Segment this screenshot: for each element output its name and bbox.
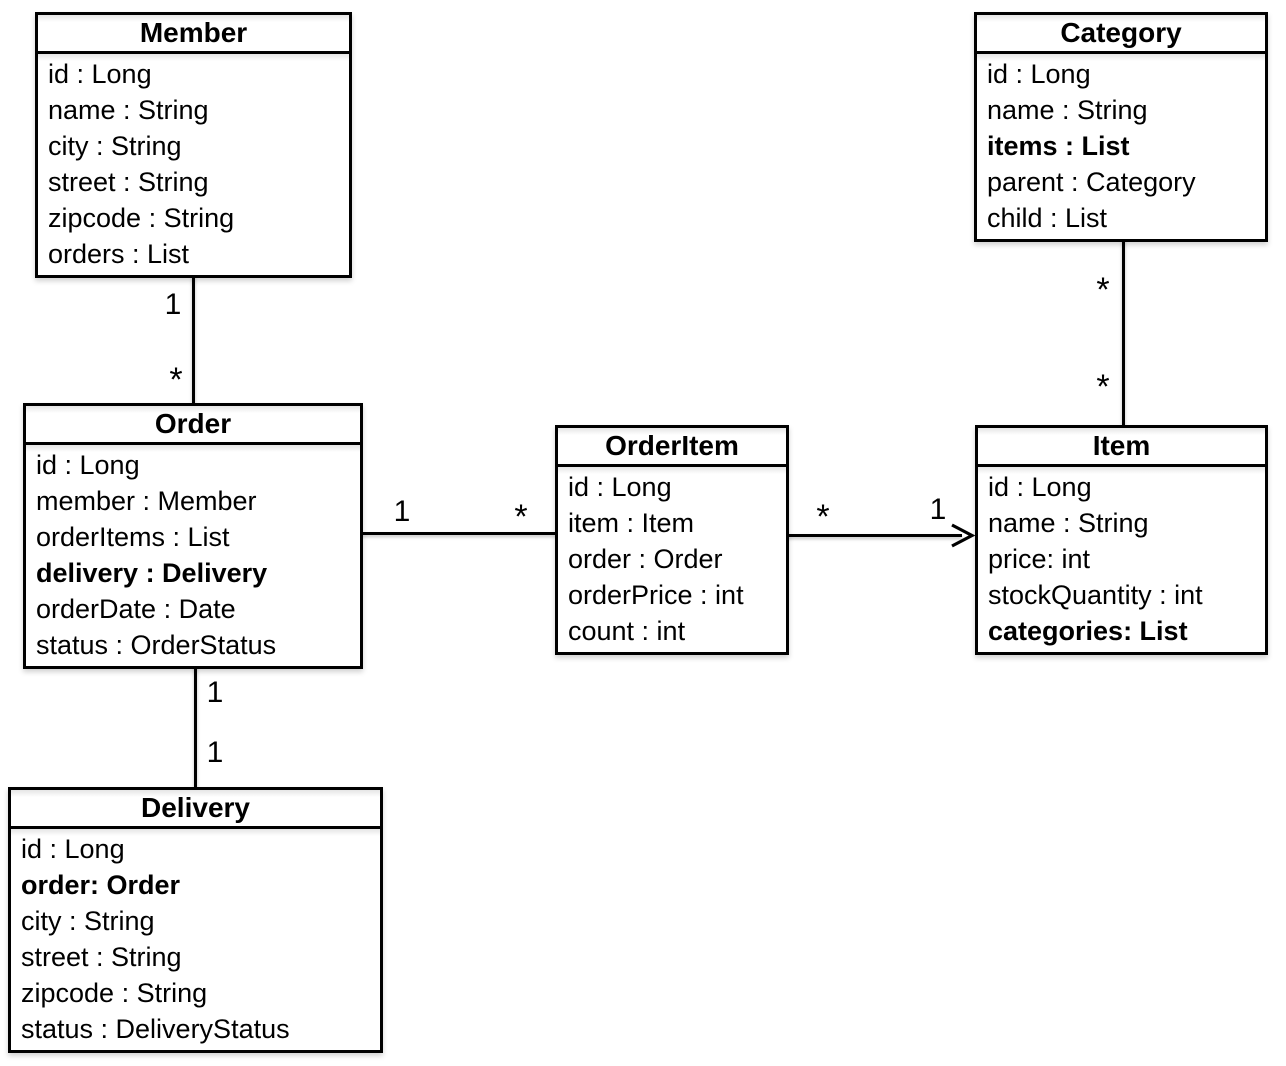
class-category-fields: id : Long name : String items : List par… (977, 54, 1265, 239)
connector-order-delivery (194, 650, 197, 795)
field: id : Long (36, 450, 140, 480)
multiplicity-order-end: * (169, 361, 183, 399)
class-orderitem-title: OrderItem (558, 428, 786, 467)
class-delivery-title: Delivery (11, 790, 380, 829)
field: parent : Category (987, 167, 1196, 197)
field: order: Order (21, 870, 181, 900)
field: delivery : Delivery (36, 558, 268, 588)
field: order : Order (568, 544, 723, 574)
field: categories: List (988, 616, 1188, 646)
field: child : List (987, 203, 1108, 233)
field: count : int (568, 616, 686, 646)
field: id : Long (48, 59, 152, 89)
field: status : OrderStatus (36, 630, 277, 660)
multiplicity-order-orderitem-left: 1 (393, 495, 411, 528)
class-member: Member id : Long name : String city : St… (35, 12, 352, 278)
field: member : Member (36, 486, 257, 516)
connector-category-item (1122, 220, 1125, 435)
class-member-fields: id : Long name : String city : String st… (38, 54, 349, 275)
connector-order-orderitem (350, 532, 562, 535)
field: zipcode : String (21, 978, 208, 1008)
class-orderitem-fields: id : Long item : Item order : Order orde… (558, 467, 786, 652)
class-order: Order id : Long member : Member orderIte… (23, 403, 363, 669)
multiplicity-orderitem-item-left: * (816, 498, 830, 536)
multiplicity-order-delivery-top: 1 (206, 676, 224, 709)
field: item : Item (568, 508, 695, 538)
class-orderitem: OrderItem id : Long item : Item order : … (555, 425, 789, 655)
field: city : String (48, 131, 182, 161)
field: name : String (48, 95, 209, 125)
multiplicity-order-delivery-bottom: 1 (206, 736, 224, 769)
field: street : String (21, 942, 182, 972)
class-item-title: Item (978, 428, 1265, 467)
connector-member-order (192, 258, 195, 413)
field: name : String (987, 95, 1148, 125)
field: zipcode : String (48, 203, 235, 233)
class-item-fields: id : Long name : String price: int stock… (978, 467, 1265, 652)
field: id : Long (568, 472, 672, 502)
class-member-title: Member (38, 15, 349, 54)
connector-orderitem-item (780, 534, 962, 537)
class-order-fields: id : Long member : Member orderItems : L… (26, 445, 360, 666)
multiplicity-member-end: 1 (164, 288, 182, 321)
class-category: Category id : Long name : String items :… (974, 12, 1268, 242)
field: orders : List (48, 239, 190, 269)
multiplicity-order-orderitem-right: * (514, 498, 528, 536)
class-category-title: Category (977, 15, 1265, 54)
field: price: int (988, 544, 1091, 574)
class-delivery: Delivery id : Long order: Order city : S… (8, 787, 383, 1053)
field: status : DeliveryStatus (21, 1014, 290, 1044)
field: name : String (988, 508, 1149, 538)
multiplicity-orderitem-item-right: 1 (929, 493, 947, 526)
multiplicity-category-end: * (1096, 271, 1110, 309)
field: orderPrice : int (568, 580, 744, 610)
multiplicity-item-end: * (1096, 368, 1110, 406)
field: id : Long (988, 472, 1092, 502)
field: city : String (21, 906, 155, 936)
field: stockQuantity : int (988, 580, 1203, 610)
class-order-title: Order (26, 406, 360, 445)
class-item: Item id : Long name : String price: int … (975, 425, 1268, 655)
field: street : String (48, 167, 209, 197)
field: orderDate : Date (36, 594, 236, 624)
open-arrowhead-icon (951, 523, 976, 548)
field: orderItems : List (36, 522, 230, 552)
class-delivery-fields: id : Long order: Order city : String str… (11, 829, 380, 1050)
field: items : List (987, 131, 1130, 161)
field: id : Long (21, 834, 125, 864)
field: id : Long (987, 59, 1091, 89)
